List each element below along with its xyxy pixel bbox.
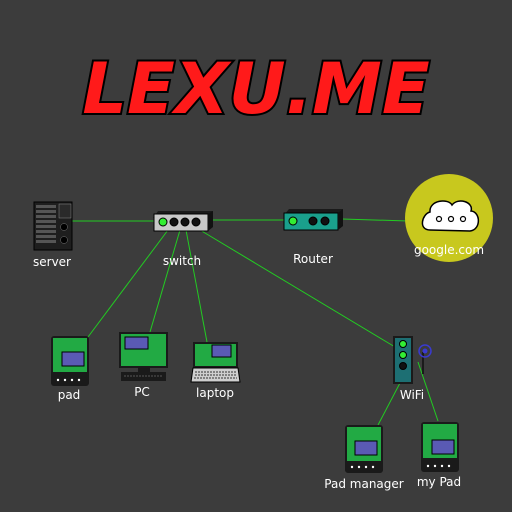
links: [72, 218, 439, 426]
tablet-icon[interactable]: [421, 422, 459, 472]
switch-label: switch: [162, 254, 202, 268]
router-label: Router: [293, 252, 333, 266]
tablet-icon[interactable]: [345, 425, 383, 473]
laptop-label: laptop: [196, 386, 234, 400]
wifi-access-point-icon[interactable]: [393, 336, 432, 384]
logo-text: LEXU.ME: [82, 48, 429, 130]
pad-label: pad: [57, 388, 81, 402]
link-wifi-pad-manager: [377, 382, 401, 426]
link-switch-pc: [149, 229, 181, 333]
router-icon[interactable]: [283, 209, 343, 231]
link-wifi-my-pad: [417, 361, 439, 422]
cloud-icon[interactable]: [405, 174, 493, 262]
desktop-pc-icon[interactable]: [119, 332, 168, 381]
server-icon[interactable]: [33, 201, 73, 251]
link-switch-pad: [87, 229, 169, 338]
link-router-internet: [341, 218, 409, 222]
my-pad-label: my Pad: [416, 475, 462, 489]
wifi-label: WiFi: [399, 388, 425, 402]
link-switch-wifi: [199, 229, 396, 348]
internet-label: google.com: [413, 243, 485, 257]
pad-manager-label: Pad manager: [324, 477, 404, 491]
laptop-icon[interactable]: [190, 342, 241, 383]
switch-icon[interactable]: [153, 211, 213, 232]
server-label: server: [33, 255, 71, 269]
pc-label: PC: [134, 385, 150, 399]
tablet-icon[interactable]: [51, 336, 89, 386]
link-switch-laptop: [185, 229, 208, 343]
